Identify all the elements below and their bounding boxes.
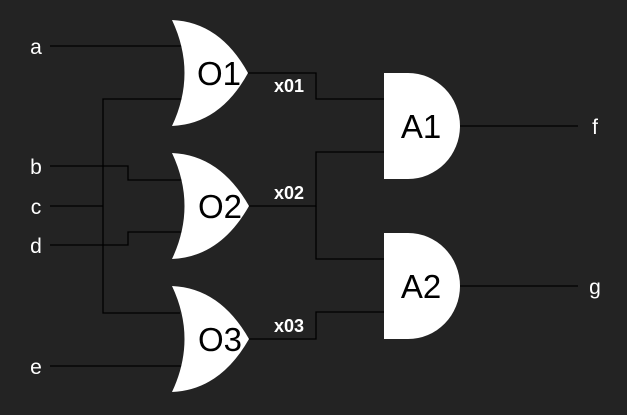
gate-o2: O2: [172, 153, 249, 259]
gate-o3-label: O3: [198, 321, 242, 358]
gate-a1-label: A1: [401, 108, 441, 145]
wire-x03: [249, 311, 384, 340]
wire-x02: [249, 151, 384, 207]
wire-c-trunk: [102, 98, 187, 314]
or-gate-o1-body: [172, 20, 248, 126]
gate-a2-label: A2: [401, 268, 441, 305]
wire-b-o2: [50, 165, 183, 181]
or-gate-o2-body: [172, 153, 249, 259]
input-label-c: c: [31, 196, 42, 219]
wire-x01: [248, 72, 384, 100]
wire-labels: x01 x02 x03: [274, 76, 304, 336]
input-label-d: d: [30, 235, 42, 258]
and-gate-a1-body: [384, 73, 460, 179]
io-labels: a b c d e f g: [30, 36, 601, 379]
or-gate-o3-body: [172, 286, 249, 392]
input-label-b: b: [30, 156, 42, 179]
wire-label-x03: x03: [274, 316, 304, 336]
wires: [50, 45, 578, 367]
input-label-a: a: [30, 36, 42, 59]
input-label-e: e: [30, 356, 42, 379]
gate-o3: O3: [172, 286, 249, 392]
wire-x02-branch: [315, 206, 384, 260]
gate-a2: A2: [384, 233, 460, 339]
gate-o1-label: O1: [197, 55, 241, 92]
and-gate-a2-body: [384, 233, 460, 339]
wire-label-x01: x01: [274, 76, 304, 96]
gate-a1: A1: [384, 73, 460, 179]
wire-d-o2: [50, 231, 183, 246]
output-label-f: f: [592, 116, 598, 139]
gate-o1: O1: [172, 20, 248, 126]
wire-label-x02: x02: [274, 183, 304, 203]
output-label-g: g: [589, 276, 601, 299]
gate-o2-label: O2: [198, 188, 242, 225]
